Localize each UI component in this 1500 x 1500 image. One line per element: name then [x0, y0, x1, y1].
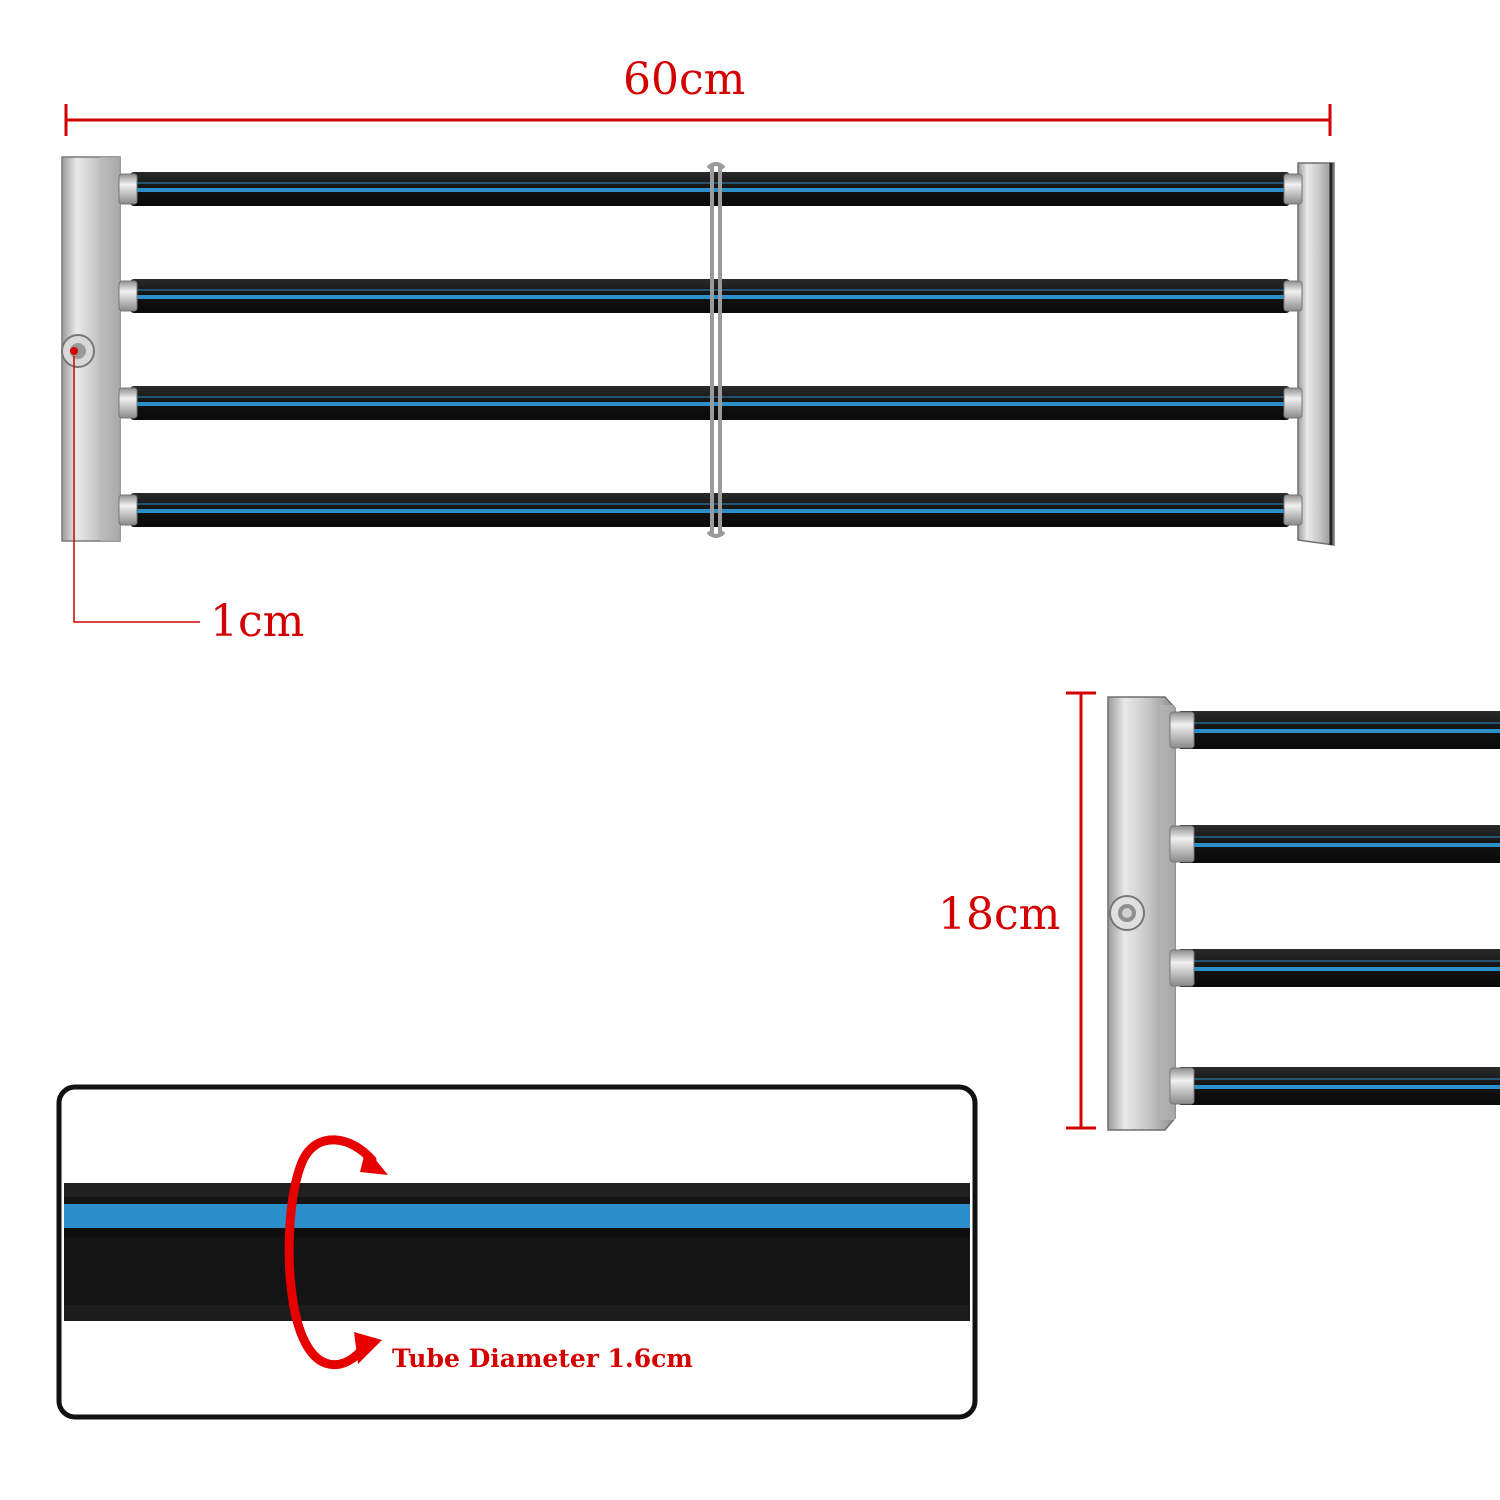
detail-tube-1 [1169, 711, 1500, 749]
detail-air-inlet [1109, 895, 1145, 931]
detail-tube-4 [1169, 1067, 1500, 1105]
width-dimension-line [64, 104, 1332, 136]
height-dimension-label: 18cm [938, 889, 1061, 940]
tube-closeup [64, 1183, 970, 1321]
tube-diameter-label: Tube Diameter 1.6cm [392, 1344, 693, 1373]
circular-arrow-icon [284, 1135, 377, 1370]
arrow-head-bottom [354, 1332, 382, 1364]
inlet-leader-line [73, 356, 200, 623]
center-wire-brace [706, 162, 726, 538]
width-dimension-label: 60cm [623, 54, 746, 105]
detail-tube-2 [1169, 825, 1500, 863]
arrow-head-top [360, 1148, 388, 1175]
right-manifold [1297, 162, 1335, 546]
detail-tube-3 [1169, 949, 1500, 987]
inlet-dimension-label: 1cm [210, 596, 305, 647]
air-inlet [61, 334, 95, 368]
height-dimension-line [1066, 691, 1096, 1130]
